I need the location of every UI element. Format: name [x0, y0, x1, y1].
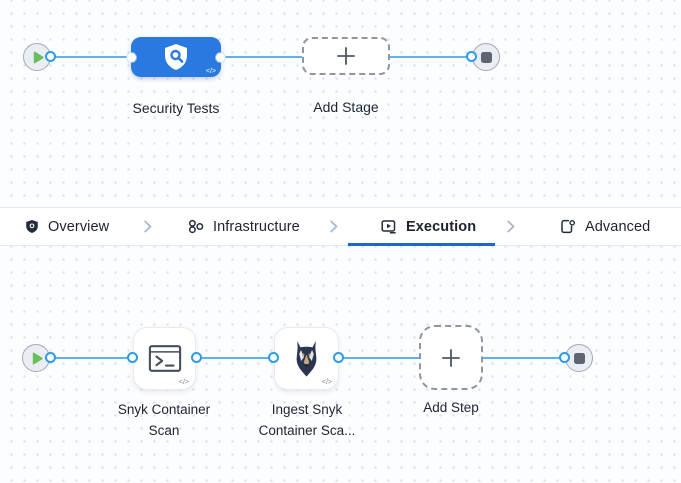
step-node-snyk-container-scan[interactable]: </> [133, 327, 196, 390]
plus-icon [335, 45, 357, 67]
code-icon: </> [178, 379, 189, 386]
tab-execution[interactable]: Execution [381, 207, 476, 246]
stage-config-tabbar [0, 207, 681, 246]
connector-dot [268, 352, 279, 363]
plus-icon [440, 347, 462, 369]
add-step-label: Add Step [423, 400, 479, 415]
connector-dot [45, 51, 56, 62]
chevron-right-icon [507, 207, 515, 246]
stage-canvas: </> Security Tests Add Stage [0, 0, 681, 207]
infrastructure-nodes-icon [188, 219, 204, 234]
stage-label: Security Tests [132, 100, 220, 116]
execution-start-node [22, 344, 50, 372]
connector-dot [466, 51, 477, 62]
chevron-right-icon [330, 207, 338, 246]
snyk-doberman-icon [294, 340, 319, 377]
step-label-ingest-snyk: Ingest Snyk Container Sca... [227, 399, 387, 441]
terminal-icon [148, 344, 182, 373]
chevron-right-icon [144, 207, 152, 246]
tab-overview[interactable]: Overview [25, 207, 109, 246]
connector-dot [127, 352, 138, 363]
code-icon: </> [321, 379, 332, 386]
tab-label: Execution [406, 218, 477, 235]
connector-dot [191, 352, 202, 363]
tab-label: Advanced [585, 218, 651, 235]
step-label-line: Snyk Container [117, 402, 211, 417]
connector-dot [127, 53, 136, 62]
step-label-line: Scan [148, 423, 180, 438]
stage-connector-line [51, 56, 486, 58]
active-tab-underline [348, 243, 495, 246]
file-gear-icon [560, 219, 576, 234]
tab-infrastructure[interactable]: Infrastructure [188, 207, 300, 246]
play-icon [32, 352, 43, 365]
connector-dot [45, 352, 56, 363]
step-label-line: Ingest Snyk [271, 402, 343, 417]
tab-label: Overview [48, 218, 110, 235]
execution-play-icon [381, 219, 397, 234]
connector-dot [333, 352, 344, 363]
step-label-snyk-container-scan: Snyk Container Scan [84, 399, 244, 441]
add-stage-label: Add Stage [313, 99, 379, 115]
add-stage-button[interactable] [302, 37, 390, 75]
tab-advanced[interactable]: Advanced [560, 207, 650, 246]
connector-dot [216, 53, 225, 62]
add-step-button[interactable] [419, 325, 483, 390]
stop-icon [480, 51, 492, 63]
play-icon [33, 51, 44, 64]
step-label-line: Container Sca... [258, 423, 356, 438]
connector-dot [559, 352, 570, 363]
security-shield-magnifier-icon [163, 43, 189, 71]
code-icon: </> [205, 68, 216, 75]
stop-icon [573, 352, 585, 364]
shield-icon [25, 219, 39, 234]
stage-node-security-tests[interactable]: </> [131, 37, 221, 77]
tab-label: Infrastructure [213, 218, 300, 235]
step-node-ingest-snyk[interactable]: </> [274, 327, 339, 390]
execution-end-node [565, 344, 593, 372]
